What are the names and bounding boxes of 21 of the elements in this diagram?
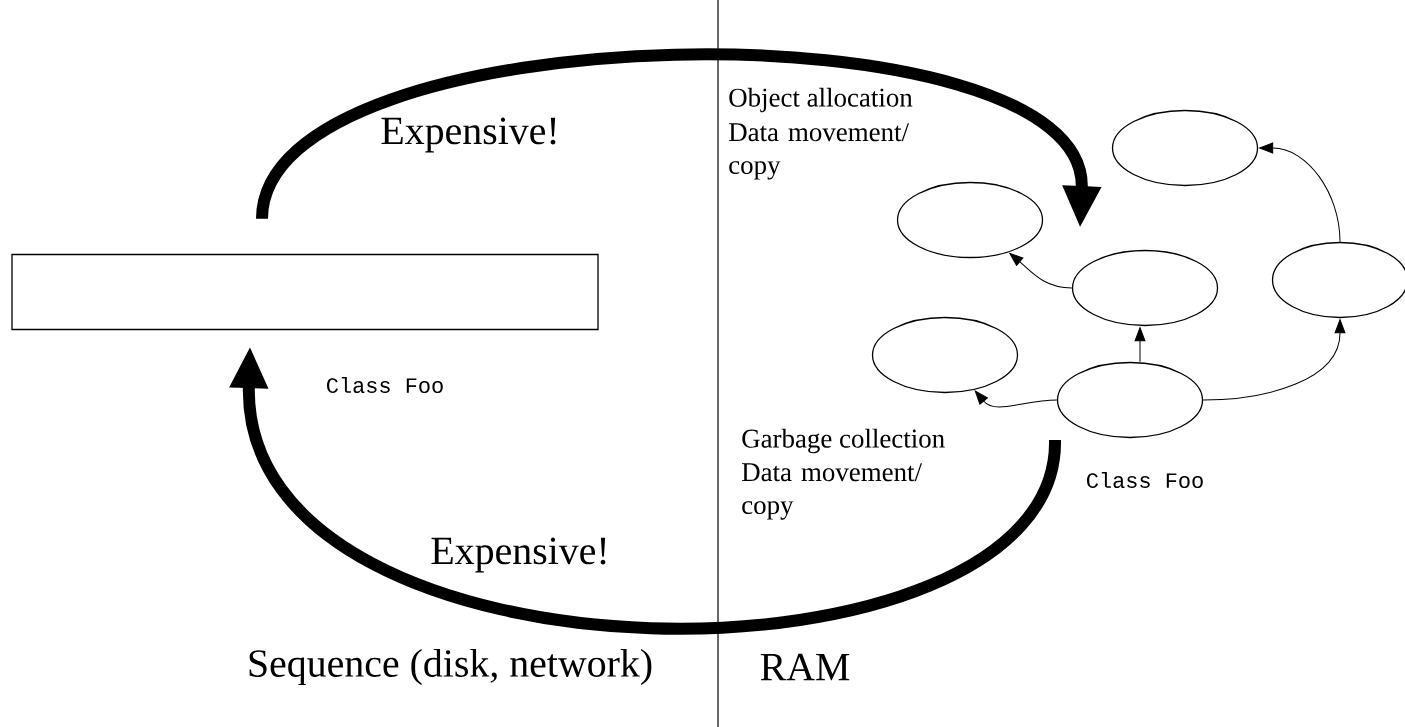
annotation-text: Data movement/ copy (742, 463, 922, 520)
arrow (1202, 319, 1346, 401)
annotation-text: Object allocation (729, 87, 913, 113)
object-ellipse (1071, 249, 1219, 327)
region-label: Sequence (disk, network) (249, 648, 652, 686)
object-ellipse (871, 316, 1019, 394)
arrow (1134, 327, 1146, 363)
edge-label: Expensive! (428, 535, 612, 575)
arrow (1259, 142, 1341, 243)
edge-label: Expensive! (378, 115, 562, 155)
class-caption: Class Foo (327, 376, 443, 394)
annotation-text: Data movement/ copy (729, 123, 909, 180)
annotation-text: Garbage collection (742, 428, 945, 454)
object-ellipse (896, 181, 1044, 259)
empty-box (11, 253, 599, 331)
object-ellipse (1056, 361, 1204, 439)
object-ellipse (1111, 109, 1259, 187)
class-caption: Class Foo (1087, 471, 1203, 489)
region-label: RAM (760, 653, 850, 681)
arrow (974, 390, 1058, 408)
arrow (1009, 252, 1073, 289)
